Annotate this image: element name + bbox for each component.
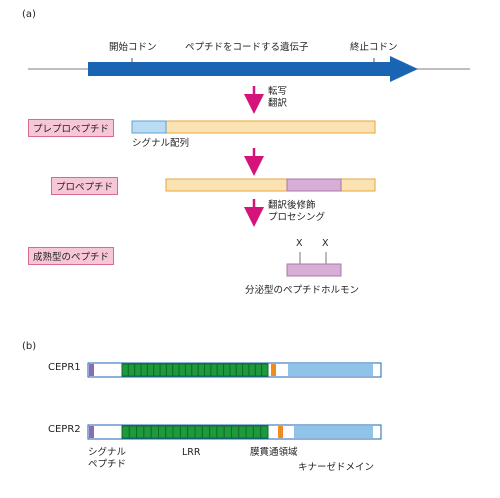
cepr1-label: CEPR1 — [48, 362, 81, 373]
mature-peptide-tag: 成熟型のペプチド — [28, 247, 115, 265]
lrr-repeat — [209, 425, 218, 439]
legend-kinase: キナーゼドメイン — [298, 462, 375, 473]
legend-lrr: LRR — [182, 447, 201, 458]
lrr-repeat — [252, 425, 262, 439]
lrr-repeat — [172, 425, 181, 439]
lrr-repeat — [235, 363, 244, 377]
lrr-repeat — [179, 425, 189, 439]
start-codon-label: 開始コドン — [109, 42, 157, 53]
lrr-repeat — [165, 363, 174, 377]
mature-peptide — [286, 263, 342, 277]
lrr-repeat — [158, 425, 167, 439]
lrr-repeat — [134, 363, 142, 377]
lrr-repeat — [146, 363, 155, 377]
signal-peptide-domain — [89, 364, 94, 376]
lrr-repeat — [223, 363, 231, 377]
lrr-repeat — [136, 425, 145, 439]
lrr-repeat — [197, 363, 206, 377]
lrr-repeat — [261, 363, 269, 377]
transmembrane-domain — [271, 364, 276, 376]
propeptide-tag: プロペプチド — [51, 177, 119, 195]
transmembrane-domain — [278, 426, 283, 438]
lrr-repeat — [178, 363, 186, 377]
signal-peptide-domain — [89, 426, 94, 438]
panel-a-label: (a) — [22, 9, 36, 20]
lrr-repeat — [187, 425, 196, 439]
lrr-repeat — [201, 425, 211, 439]
lrr-repeat — [260, 425, 269, 439]
lrr-repeat — [229, 363, 237, 377]
x-mark-1: X — [296, 238, 303, 249]
cepr2-protein — [87, 424, 382, 440]
kinase-domain — [288, 364, 373, 376]
cepr1-protein — [87, 362, 382, 378]
panel-b-label: (b) — [22, 341, 37, 352]
lrr-repeat — [194, 425, 203, 439]
lrr-repeat — [216, 425, 225, 439]
cepr2-label: CEPR2 — [48, 424, 81, 435]
post-translational-label: 翻訳後修飾 — [268, 200, 316, 211]
stop-codon-label: 終止コドン — [350, 42, 398, 53]
gene-arrow — [88, 56, 418, 82]
lrr-repeat — [248, 363, 256, 377]
lrr-repeat — [210, 363, 218, 377]
legend-signal-peptide-line1: シグナル — [88, 447, 127, 458]
lrr-repeat — [238, 425, 247, 439]
legend-transmembrane: 膜貫通領域 — [250, 447, 298, 458]
prepropeptide-tag: プレプロペプチド — [28, 119, 115, 137]
processing-label: プロセシング — [268, 212, 326, 223]
lrr-repeat — [165, 425, 174, 439]
legend-signal-peptide-line2: ペプチド — [88, 459, 127, 470]
lrr-repeat — [128, 425, 138, 439]
signal-sequence — [131, 120, 167, 134]
lrr-repeat — [223, 425, 232, 439]
lrr-repeat — [159, 363, 167, 377]
lrr-repeat — [140, 363, 148, 377]
x-mark-2: X — [322, 238, 329, 249]
lrr-repeat — [150, 425, 159, 439]
lrr-repeat — [254, 363, 263, 377]
lrr-repeat — [242, 363, 250, 377]
gene-label: ペプチドをコードする遺伝子 — [185, 42, 309, 53]
propeptide-mature-region — [286, 178, 342, 192]
lrr-repeat — [184, 363, 193, 377]
lrr-repeat — [204, 363, 212, 377]
lrr-repeat — [216, 363, 225, 377]
lrr-repeat — [143, 425, 152, 439]
lrr-repeat — [121, 363, 129, 377]
lrr-repeat — [172, 363, 180, 377]
lrr-repeat — [191, 363, 199, 377]
translation-label: 翻訳 — [268, 98, 288, 109]
propeptide-body — [165, 178, 376, 192]
lrr-repeat — [153, 363, 161, 377]
transcription-label: 転写 — [268, 86, 288, 97]
lrr-repeat — [231, 425, 240, 439]
secreted-hormone-label: 分泌型のペプチドホルモン — [245, 285, 360, 296]
signal-sequence-label: シグナル配列 — [132, 138, 190, 149]
prepropeptide-body — [131, 120, 376, 134]
lrr-repeat — [245, 425, 254, 439]
lrr-repeat — [121, 425, 130, 439]
kinase-domain — [294, 426, 373, 438]
lrr-repeat — [127, 363, 136, 377]
